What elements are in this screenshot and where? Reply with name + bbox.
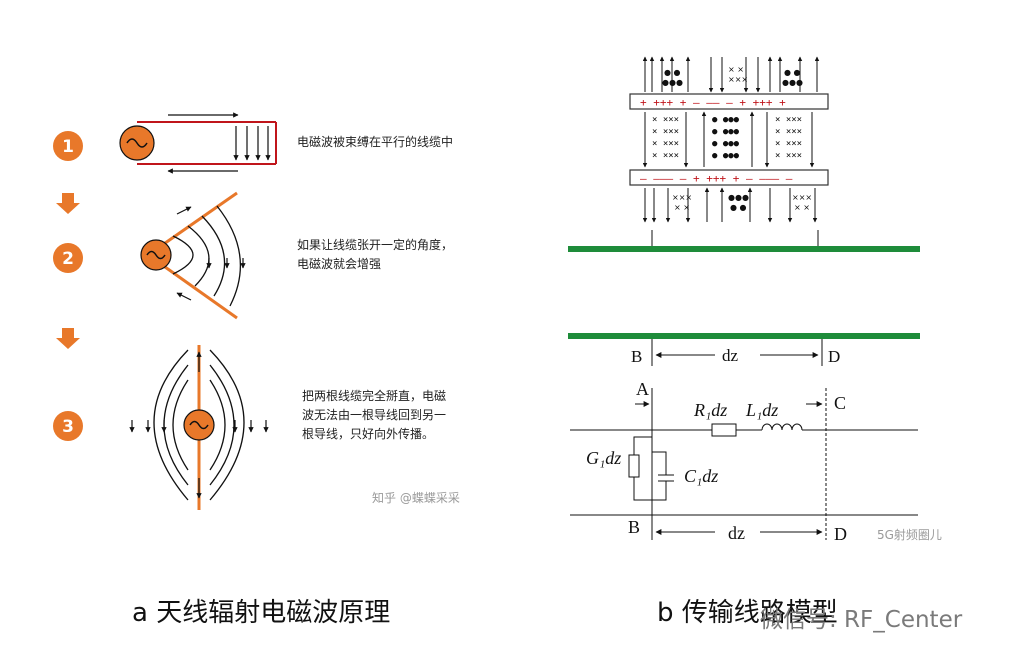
- panel-a: 1 2 3: [53, 112, 277, 510]
- svg-text:× ×: × ×: [674, 203, 690, 212]
- down-arrow-icon: [56, 193, 80, 214]
- svg-text:× ×××: × ×××: [775, 115, 802, 125]
- svg-text:dz: dz: [728, 523, 745, 543]
- step-1-note: 电磁波被束缚在平行的线缆中: [297, 135, 454, 149]
- lower-charges: – ––– – + +++ + – ––– –: [640, 172, 793, 185]
- svg-text:dz: dz: [722, 346, 739, 365]
- svg-text:2: 2: [62, 249, 74, 269]
- note-line: 电磁波就会增强: [297, 257, 382, 271]
- svg-text:× ×××: × ×××: [652, 139, 679, 149]
- step-2-badge: 2: [53, 243, 83, 273]
- svg-text:× ×××: × ×××: [775, 151, 802, 161]
- svg-text:● ●●●: ● ●●●: [712, 151, 740, 161]
- svg-text:× ×××: × ×××: [652, 151, 679, 161]
- svg-text:● ●●●: ● ●●●: [712, 127, 740, 137]
- zhihu-watermark: 知乎 @蝶蝶采采: [372, 491, 460, 505]
- note-line: 波无法由一根导线回到另一: [302, 408, 447, 422]
- caption-b: b 传输线路模型: [657, 598, 838, 628]
- svg-text:● ●: ● ●: [784, 68, 801, 77]
- svg-text:×××: ×××: [672, 193, 692, 202]
- upper-conductor: [629, 93, 829, 110]
- svg-text:B: B: [628, 517, 640, 537]
- rf-watermark: 5G射频圈儿: [877, 528, 942, 542]
- circuit-labels: A C R₁dz L₁dz G₁dz C₁dz B D dz: [586, 379, 847, 544]
- lower-conductor: [629, 169, 829, 186]
- svg-text:C₁dz: C₁dz: [684, 466, 718, 486]
- svg-text:●●●: ●●●: [728, 193, 749, 202]
- field-markers-middle: × ××× × ××× × ××× × ××× ● ●●● ● ●●● ● ●●● ● ●●…: [652, 115, 802, 161]
- svg-text:●●●: ●●●: [782, 78, 803, 87]
- field-lines-bottom: [642, 187, 818, 223]
- note-line: 把两根线缆完全掰直，电磁: [302, 389, 447, 403]
- field-lines-middle: [642, 111, 815, 168]
- svg-text:B: B: [631, 347, 642, 366]
- svg-text:× ×: × ×: [794, 203, 810, 212]
- svg-text:● ●: ● ●: [730, 203, 747, 212]
- svg-text:D: D: [834, 524, 847, 544]
- ground-plane: [568, 246, 920, 252]
- dipole-diagram: [129, 345, 269, 510]
- note-line: 如果让线缆张开一定的角度，: [297, 238, 454, 252]
- down-arrow-icon: [56, 328, 80, 349]
- svg-text:● ●●●: ● ●●●: [712, 139, 740, 149]
- wechat-watermark: 微信号: RF_Center: [760, 607, 963, 633]
- svg-text:×××: ×××: [728, 75, 748, 84]
- svg-text:●●●: ●●●: [662, 78, 683, 87]
- svg-text:1: 1: [62, 137, 74, 157]
- upper-charges: + +++ + – –– – + +++ +: [640, 96, 786, 109]
- circuit-model: [570, 388, 918, 540]
- svg-text:× ×: × ×: [728, 65, 744, 74]
- svg-text:× ×××: × ×××: [775, 139, 802, 149]
- svg-text:● ●: ● ●: [664, 68, 681, 77]
- parallel-wire-diagram: [119, 112, 277, 174]
- svg-text:D: D: [828, 347, 840, 366]
- caption-a: a 天线辐射电磁波原理: [132, 598, 391, 628]
- step-3-badge: 3: [53, 411, 83, 441]
- field-markers-bottom: ×××× × ●●●● ● ×××× ×: [672, 193, 812, 212]
- svg-text:R₁dz: R₁dz: [693, 400, 727, 420]
- svg-text:C: C: [834, 393, 846, 413]
- panel-b: ● ●●●● × ×××× ● ●●●● + +++ + – –– – + ++…: [568, 56, 920, 544]
- svg-text:L₁dz: L₁dz: [745, 400, 778, 420]
- svg-text:3: 3: [62, 417, 74, 437]
- field-lines-top: [642, 56, 820, 93]
- inductor: [761, 423, 803, 431]
- note-line: 根导线，只好向外传播。: [302, 427, 435, 441]
- conductance: [628, 454, 640, 478]
- svg-text:× ×××: × ×××: [775, 127, 802, 137]
- opened-wire-diagram: [140, 191, 246, 320]
- step-2-note: 如果让线缆张开一定的角度， 电磁波就会增强: [297, 236, 453, 274]
- ground-plane: [568, 333, 920, 339]
- svg-text:● ●●●: ● ●●●: [712, 115, 740, 125]
- resistor: [711, 423, 737, 437]
- step-3-note: 把两根线缆完全掰直，电磁 波无法由一根导线回到另一 根导线，只好向外传播。: [302, 387, 446, 444]
- step-1-badge: 1: [53, 131, 83, 161]
- svg-text:× ×××: × ×××: [652, 115, 679, 125]
- svg-text:A: A: [636, 379, 649, 399]
- svg-text:× ×××: × ×××: [652, 127, 679, 137]
- svg-text:G₁dz: G₁dz: [586, 448, 621, 468]
- svg-text:×××: ×××: [792, 193, 812, 202]
- field-markers-top: ● ●●●● × ×××× ● ●●●●: [662, 65, 803, 87]
